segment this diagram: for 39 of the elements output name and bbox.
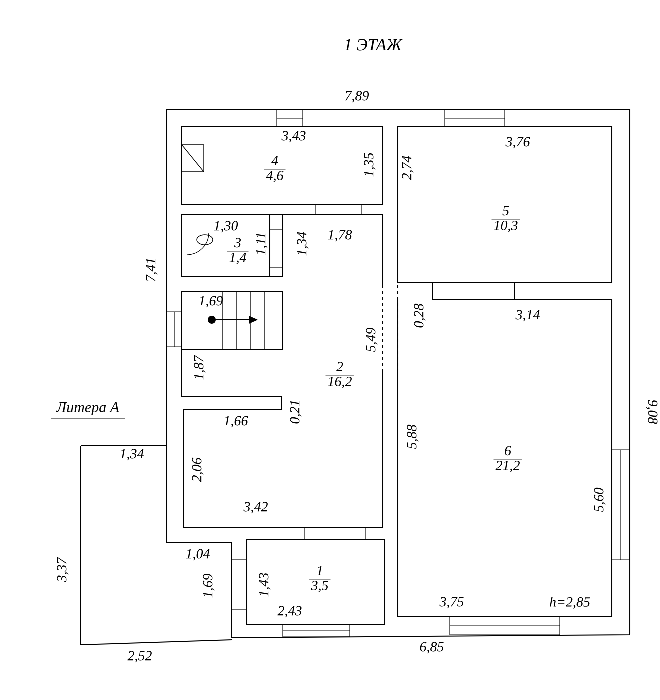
dimension-label: 5,49	[366, 328, 378, 352]
dimension-label: 6,85	[420, 642, 444, 654]
dimension-label: 2,43	[278, 606, 302, 618]
dimension-label: 5,60	[594, 488, 606, 512]
dimension-label: 3,43	[282, 131, 306, 143]
dimension-label: 1,04	[186, 549, 210, 561]
dimension-label: 0,21	[290, 401, 302, 424]
dimension-label: 3,37	[57, 557, 69, 582]
dimension-label: 2,52	[128, 651, 152, 663]
dimension-label: 1,66	[224, 416, 248, 428]
dimension-label: 1,43	[259, 573, 271, 597]
dimension-label: 1,35	[364, 153, 376, 177]
dimension-label: 7,41	[146, 259, 158, 282]
dimension-label: 1,78	[328, 230, 352, 242]
dimension-label: 1,34	[297, 232, 309, 256]
room-label: 2 16,2	[326, 362, 354, 388]
dimension-label: 1,30	[214, 221, 238, 233]
dimension-label: 5,88	[407, 424, 419, 450]
dimension-label: 1,34	[120, 449, 144, 461]
room-label: 3 1,4	[227, 238, 249, 264]
dimension-label: 1,69	[203, 574, 215, 598]
dimension-label: 3,76	[506, 137, 530, 149]
dimension-label: 9,08	[646, 400, 658, 424]
dimension-label: 1,11	[256, 234, 268, 256]
title: 1 ЭТАЖ	[344, 39, 403, 51]
room-label: 4 4,6	[264, 156, 286, 182]
dimension-label: 2,74	[402, 156, 414, 180]
dimension-label: 3,75	[440, 597, 464, 609]
dimension-label: 1,87	[194, 355, 206, 380]
room-label: 5 10,3	[492, 206, 520, 232]
room-label: 1 3,5	[309, 566, 331, 592]
room-label: 6 21,2	[494, 446, 522, 472]
dimension-label: 3,42	[244, 502, 268, 514]
dimension-label: 7,89	[346, 91, 370, 103]
dimension-label: 3,14	[516, 310, 540, 322]
dimension-label: 2,06	[192, 458, 204, 482]
dimension-label: h=2,85	[550, 597, 590, 609]
underlined-label: Литера А	[50, 402, 126, 420]
dimension-label: 0,28	[414, 304, 426, 328]
